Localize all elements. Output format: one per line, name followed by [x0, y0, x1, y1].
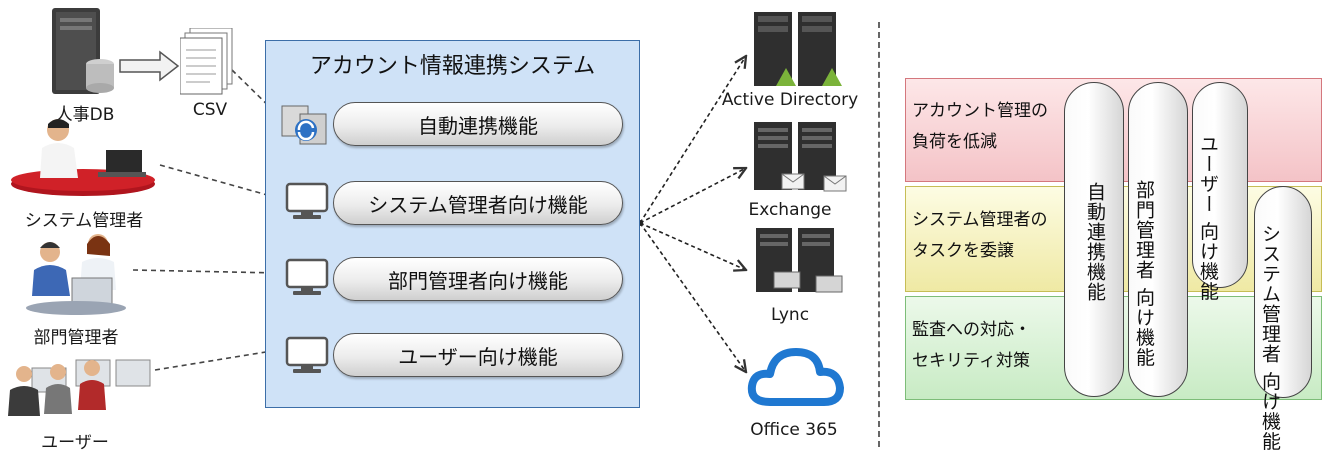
monitor-icon — [285, 258, 329, 295]
auto-link-function-button[interactable]: 自動連携機能 — [333, 102, 623, 146]
to-lync-connector — [639, 222, 746, 270]
goal-delegate-text: システム管理者の タスクを委譲 — [912, 205, 1048, 267]
user-function-button[interactable]: ユーザー向け機能 — [333, 333, 623, 377]
office365-cloud-icon — [747, 348, 844, 406]
office365-label: Office 365 — [750, 420, 838, 440]
to-exchange-connector — [639, 168, 746, 224]
user-feature-text: ユーザー 向け機能 — [1196, 134, 1219, 301]
user-label: ユーザー — [41, 433, 109, 453]
monitor-icon — [285, 182, 329, 219]
system-admin-feature-pill — [1254, 186, 1312, 398]
user-feature-pill — [1192, 82, 1248, 288]
system-admin-feature-text: システム管理者 向け機能 — [1257, 224, 1282, 451]
department-admin-feature-text: 部門管理者 向け機能 — [1132, 180, 1156, 367]
feature-line: 向け機能 — [1133, 287, 1155, 368]
sysadmin-connector — [159, 164, 280, 202]
sync-server-icon — [281, 105, 327, 145]
feature-line: 部門管理者 — [1133, 180, 1155, 280]
goal-line: 監査への対応・ — [912, 320, 1031, 340]
exchange-server-icon — [754, 122, 847, 192]
goal-line: セキリティ対策 — [912, 351, 1030, 371]
auto-link-feature-text: 自動連携機能 — [1084, 182, 1106, 302]
system-admin-person-icon — [11, 119, 155, 196]
department-admin-function-button[interactable]: 部門管理者向け機能 — [333, 257, 623, 301]
users-group-icon — [8, 359, 151, 416]
system-admin-function-button[interactable]: システム管理者向け機能 — [333, 181, 623, 225]
feature-line: 向け機能 — [1197, 221, 1219, 302]
lync-server-icon — [756, 228, 843, 293]
to-office365-connector — [639, 222, 746, 372]
goal-line: システム管理者の — [912, 210, 1048, 230]
user-connector — [154, 345, 280, 371]
account-system-title: アカウント情報連携システム — [309, 54, 596, 79]
goal-audit-text: 監査への対応・ セキリティ対策 — [912, 315, 1031, 377]
system-admin-label: システム管理者 — [24, 211, 144, 231]
goal-line: 負荷を低減 — [912, 132, 997, 152]
db-to-csv-arrow — [119, 50, 180, 82]
goal-line: アカウント管理の — [912, 101, 1048, 121]
hr-database-server-icon — [52, 8, 114, 94]
department-admin-people-icon — [26, 234, 126, 315]
goal-line: タスクを委譲 — [912, 241, 1014, 261]
csv-to-auto-connector — [231, 69, 284, 121]
department-admin-label: 部門管理者 — [33, 328, 119, 348]
csv-document-icon — [180, 28, 233, 95]
lync-label: Lync — [770, 305, 810, 325]
active-directory-server-icon — [754, 12, 842, 86]
csv-label: CSV — [192, 100, 228, 120]
hr-db-label: 人事DB — [55, 105, 115, 125]
to-ad-connector — [639, 56, 746, 224]
feature-line: 向け機能 — [1259, 371, 1281, 452]
dept-admin-connector — [132, 266, 280, 280]
monitor-icon — [285, 336, 329, 373]
department-admin-feature-pill — [1128, 82, 1188, 397]
active-directory-label: Active Directory — [721, 90, 859, 110]
section-divider — [878, 22, 880, 447]
exchange-label: Exchange — [748, 200, 832, 220]
feature-line: システム管理者 — [1259, 224, 1281, 364]
feature-line: ユーザー — [1197, 134, 1219, 214]
auto-link-feature-pill — [1064, 82, 1124, 397]
goal-reduce-load-text: アカウント管理の 負荷を低減 — [912, 96, 1048, 158]
